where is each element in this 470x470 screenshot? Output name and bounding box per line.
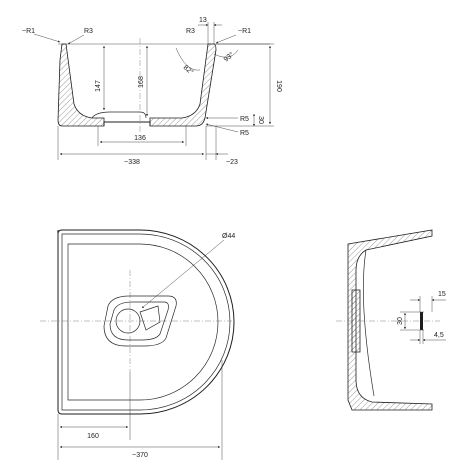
basin-rim-outline	[61, 233, 231, 411]
overflow-hole	[420, 312, 423, 330]
section-view: 147 168 190 30 ~R1 R3 13 R3 ~R1 82° 93° …	[22, 17, 282, 166]
label-depth-center: 168	[138, 76, 145, 88]
leader-r5-lower	[205, 123, 239, 133]
leader-r1-left	[33, 33, 61, 43]
drain-plate-outer	[103, 295, 177, 347]
label-top-gap: 13	[199, 17, 207, 24]
angle-arc-93	[213, 49, 239, 58]
label-right-offset: ~23	[226, 159, 238, 166]
label-depth-inner: 147	[95, 80, 102, 92]
leader-drain	[141, 239, 225, 309]
side-view: 30 15 4,5	[336, 229, 446, 411]
right-wall-section	[149, 43, 217, 127]
label-angle-inner: 82°	[182, 63, 195, 76]
label-bottom-offset: 30	[257, 116, 264, 124]
side-inner-curve	[362, 249, 375, 397]
angle-arc-82	[175, 47, 201, 71]
label-hole-width: 15	[438, 291, 446, 298]
label-base-width: 136	[134, 135, 146, 142]
basin-outer-outline	[57, 229, 235, 415]
basin-inner-outline	[67, 243, 219, 401]
label-radius-foot-lower: R5	[240, 130, 249, 137]
label-angle-outer: 93°	[222, 50, 235, 63]
drain-guard	[139, 305, 161, 331]
plan-view: Ø44 160 ~370	[40, 229, 235, 460]
label-overall-width: ~338	[124, 159, 140, 166]
floor-base	[103, 121, 151, 126]
drain-hole	[115, 308, 141, 334]
label-height-total: 190	[275, 80, 282, 92]
leader-r1-right	[215, 34, 237, 44]
label-hole-height: 30	[397, 317, 404, 325]
label-radius-top-right: ~R1	[238, 28, 251, 35]
label-hole-depth: 4,5	[434, 332, 444, 339]
label-drain-diameter: Ø44	[222, 233, 235, 240]
label-radius-foot-upper: R5	[240, 116, 249, 123]
label-overall-length: ~370	[132, 452, 148, 459]
drain-plate-inner	[109, 301, 169, 341]
leader-r3-left	[67, 34, 85, 45]
label-radius-top-left: ~R1	[22, 28, 35, 35]
label-drain-offset: 160	[87, 433, 99, 440]
label-radius-inner-left: R3	[84, 28, 93, 35]
label-radius-inner-right: R3	[186, 28, 195, 35]
side-wall-section	[347, 229, 433, 411]
inner-floor	[91, 111, 147, 119]
